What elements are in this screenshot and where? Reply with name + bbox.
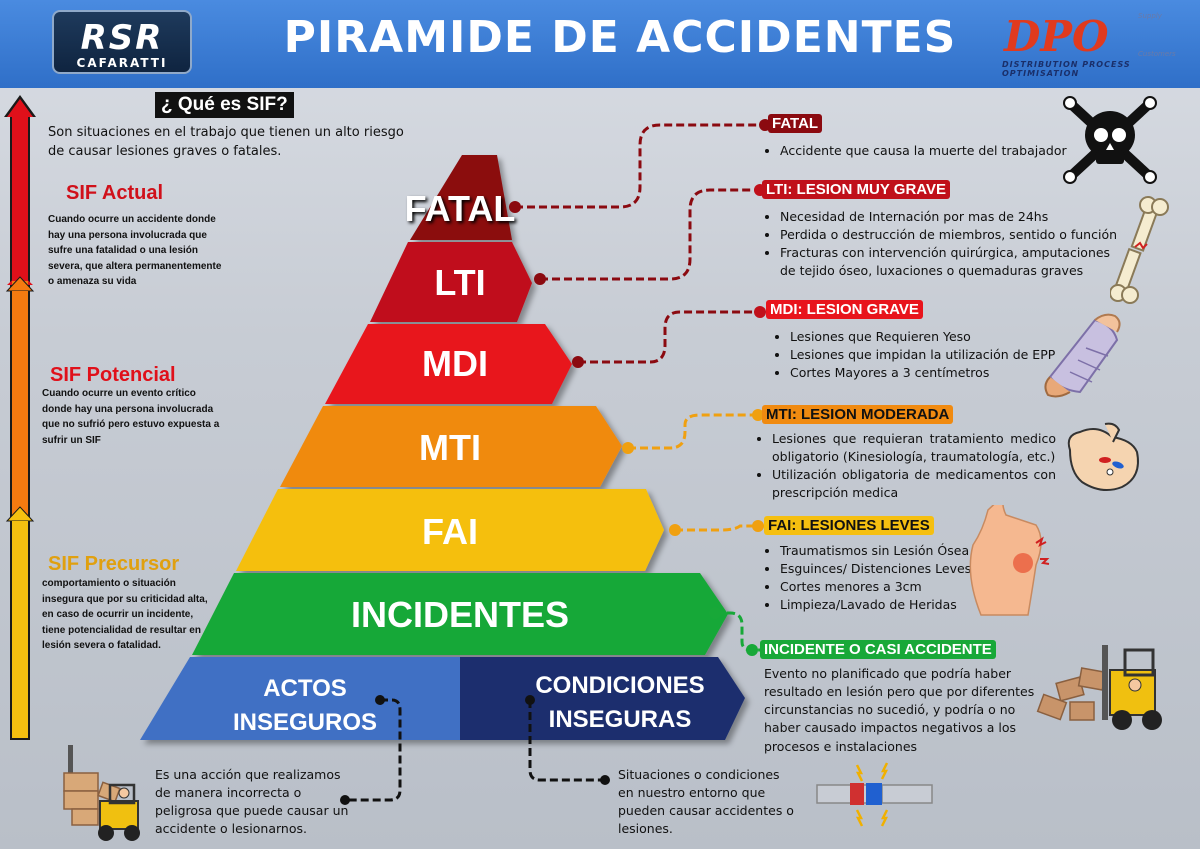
pyramid-fatal — [410, 155, 512, 240]
dpo-supply: Supply — [1138, 12, 1162, 20]
mdi-list: Lesiones que Requieren Yeso Lesiones que… — [774, 328, 1074, 382]
dpo-logo-sub: DISTRIBUTION PROCESS OPTIMISATION — [1002, 60, 1131, 78]
pyramid-incidentes — [192, 573, 728, 655]
label-lti: LTI — [434, 262, 486, 303]
sif-actual-text: Cuando ocurre un accidente donde hay una… — [48, 214, 222, 287]
sif-definition: Son situaciones en el trabajo que tienen… — [48, 125, 404, 159]
lti-item: Fracturas con intervención quirúrgica, a… — [780, 244, 1119, 280]
mdi-title: MDI: LESION GRAVE — [766, 300, 923, 319]
lti-item: Necesidad de Internación por mas de 24hs — [780, 208, 1119, 226]
broken-bone-icon — [1110, 196, 1169, 304]
dpo-logo-mark: DPO — [1004, 12, 1109, 61]
pyramid-fai — [236, 489, 664, 571]
forklift-icon — [1036, 645, 1162, 730]
rsr-logo-mark: RSR — [80, 18, 164, 58]
sif-question: ¿ Qué es SIF? — [155, 92, 294, 118]
label-mti: MTI — [419, 427, 481, 468]
fai-item: Traumatismos sin Lesión Ósea — [780, 542, 994, 560]
label-cond-line2: INSEGURAS — [548, 705, 692, 733]
fai-list: Traumatismos sin Lesión Ósea Esguinces/ … — [764, 542, 994, 615]
sif-potencial-text: Cuando ocurre un evento crítico donde ha… — [42, 388, 220, 446]
pyramid-mdi — [325, 324, 572, 404]
broken-pipe-icon — [816, 762, 933, 827]
mti-list: Lesiones que requieran tratamiento medic… — [756, 430, 1056, 503]
severity-arrow — [4, 95, 36, 740]
sif-precursor-text: comportamiento o situación insegura que … — [42, 578, 208, 651]
mti-item: Utilización obligatoria de medicamentos … — [772, 466, 1056, 502]
dpo-customers: Customers — [1138, 50, 1176, 58]
incidente-text: Evento no planificado que podría haber r… — [764, 666, 1035, 754]
label-fatal: FATAL — [404, 188, 516, 229]
label-actos-line2: INSEGUROS — [232, 708, 378, 736]
fai-item: Limpieza/Lavado de Heridas — [780, 596, 994, 614]
fai-item: Cortes menores a 3cm — [780, 578, 994, 596]
lti-list: Necesidad de Internación por mas de 24hs… — [764, 208, 1119, 281]
pyramid-lti — [370, 242, 532, 322]
pills-hand-icon — [1067, 422, 1139, 492]
mdi-item: Lesiones que impidan la utilización de E… — [790, 346, 1074, 364]
pyramid-actos — [140, 657, 460, 740]
page-title: PIRAMIDE DE ACCIDENTES — [283, 12, 957, 63]
lti-item: Perdida o destrucción de miembros, senti… — [780, 226, 1119, 244]
forklift-small-icon — [63, 745, 140, 841]
mdi-item: Lesiones que Requieren Yeso — [790, 328, 1074, 346]
rsr-logo: RSR CAFARATTI — [52, 10, 192, 74]
rsr-logo-sub: CAFARATTI — [76, 56, 168, 70]
sif-precursor-title: SIF Precursor — [48, 553, 180, 575]
fatal-list: Accidente que causa la muerte del trabaj… — [764, 142, 1094, 160]
sif-potencial-title: SIF Potencial — [50, 364, 176, 386]
shoulder-pain-icon — [969, 505, 1050, 616]
skull-icon — [1063, 96, 1157, 184]
label-actos-inseguros: ACTOS INSEGUROS — [225, 672, 385, 739]
fatal-title: FATAL — [768, 114, 823, 133]
incidente-title: INCIDENTE O CASI ACCIDENTE — [760, 640, 996, 659]
mti-item: Lesiones que requieran tratamiento medic… — [772, 430, 1056, 466]
pyramid-mti — [280, 406, 622, 487]
lti-title: LTI: LESION MUY GRAVE — [762, 180, 951, 199]
actos-text: Es una acción que realizamos de manera i… — [155, 767, 349, 837]
mdi-item: Cortes Mayores a 3 centímetros — [790, 364, 1074, 382]
label-mdi: MDI — [422, 343, 488, 384]
sif-actual-title: SIF Actual — [66, 182, 164, 204]
label-incidentes: INCIDENTES — [350, 594, 570, 635]
dpo-logo: DPO Supply Customers DISTRIBUTION PROCES… — [1000, 10, 1195, 78]
fai-item: Esguinces/ Distenciones Leves. — [780, 560, 994, 578]
cast-arm-icon — [1044, 313, 1121, 398]
fai-title: FAI: LESIONES LEVES — [764, 516, 934, 535]
label-fai: FAI — [421, 511, 478, 552]
label-cond-line1: CONDICIONES — [535, 672, 705, 699]
fatal-item: Accidente que causa la muerte del trabaj… — [780, 142, 1094, 160]
header-bar: RSR CAFARATTI PIRAMIDE DE ACCIDENTES DPO… — [0, 0, 1200, 88]
label-condiciones-inseguras: CONDICIONES INSEGURAS — [530, 669, 710, 736]
label-actos-line1: ACTOS — [263, 675, 347, 702]
mti-title: MTI: LESION MODERADA — [762, 405, 954, 424]
cond-text: Situaciones o condiciones en nuestro ent… — [618, 767, 794, 837]
